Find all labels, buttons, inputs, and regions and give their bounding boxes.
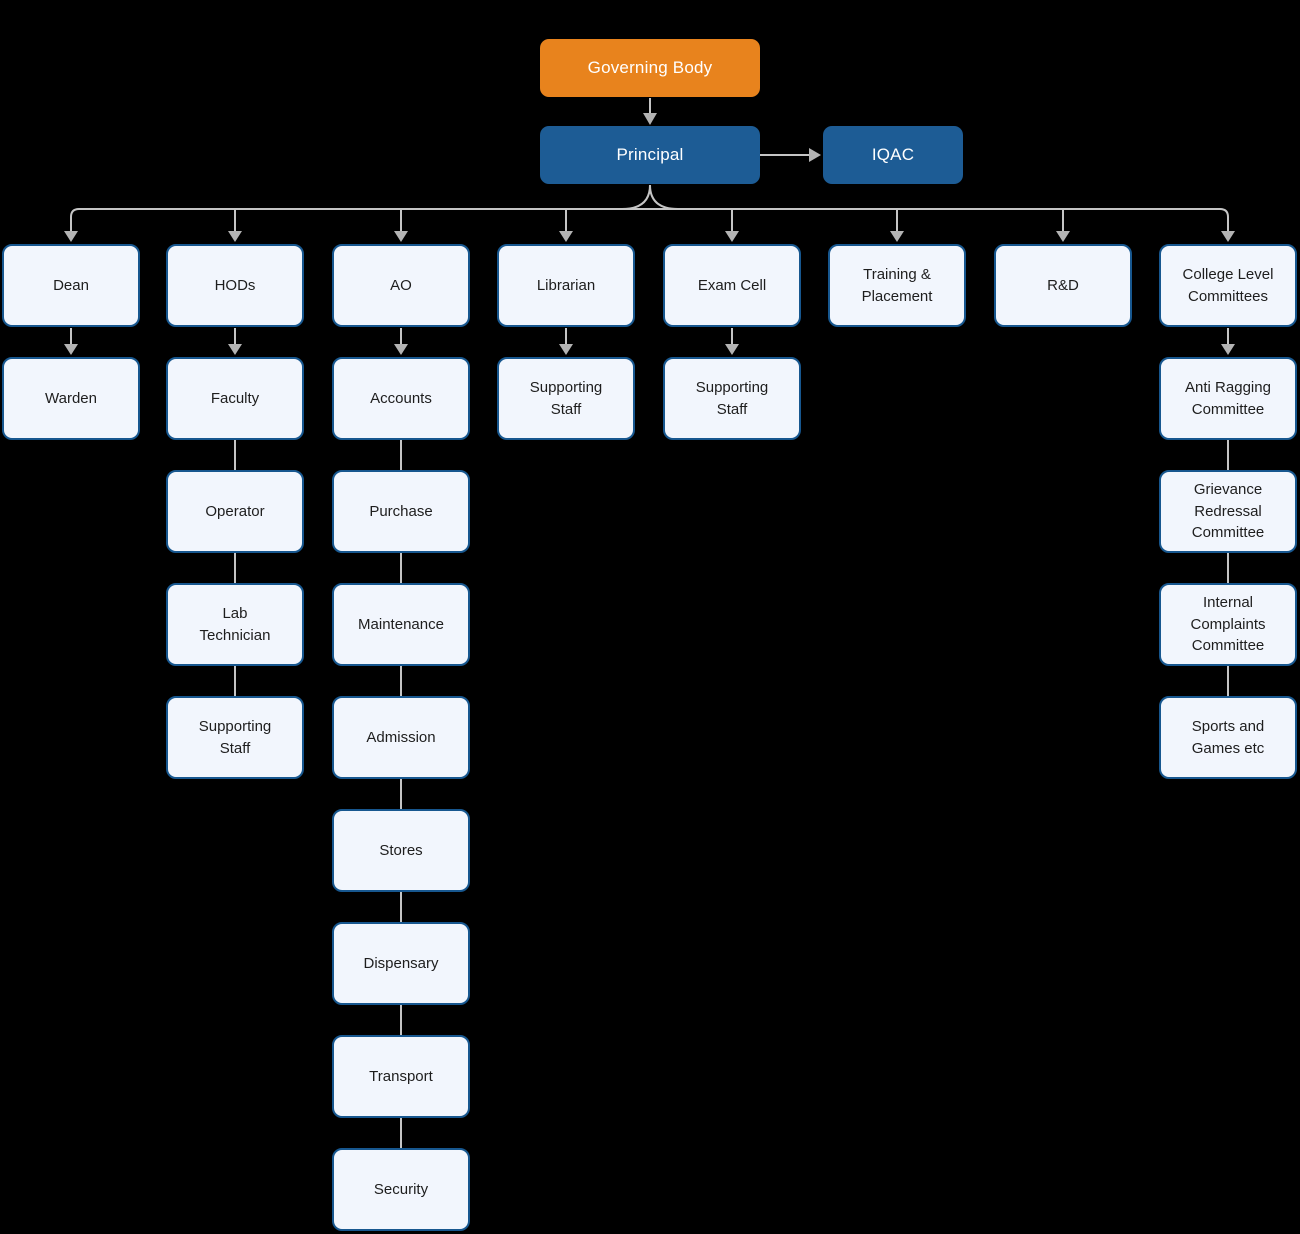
arrowhead-anti-ragging [1221,344,1235,355]
edge-principal-bus-right [649,184,679,210]
arrowhead-supporting-staff-librarian [559,344,573,355]
arrowhead-accounts [394,344,408,355]
arrowhead-principal [643,113,657,125]
node-maintenance: Maintenance [332,583,470,666]
node-security: Security [332,1148,470,1231]
node-admission: Admission [332,696,470,779]
arrowhead-dean [64,231,78,242]
node-exam-cell: Exam Cell [663,244,801,327]
edge-principal-bus-left [621,184,651,210]
arrowhead-hods [228,231,242,242]
node-principal: Principal [540,126,760,184]
node-iqac: IQAC [823,126,963,184]
arrowhead-librarian [559,231,573,242]
arrowhead-iqac [809,148,821,162]
node-governing-body: Governing Body [540,39,760,97]
node-transport: Transport [332,1035,470,1118]
node-grievance-redressal-committee: Grievance Redressal Committee [1159,470,1297,553]
node-warden: Warden [2,357,140,440]
node-operator: Operator [166,470,304,553]
node-internal-complaints-committee: Internal Complaints Committee [1159,583,1297,666]
arrowhead-training-placement [890,231,904,242]
arrowhead-faculty [228,344,242,355]
node-anti-ragging-committee: Anti Ragging Committee [1159,357,1297,440]
node-supporting-staff-exam-cell: Supporting Staff [663,357,801,440]
arrowhead-exam-cell [725,231,739,242]
arrowhead-rd [1056,231,1070,242]
node-librarian: Librarian [497,244,635,327]
node-purchase: Purchase [332,470,470,553]
arrowhead-supporting-staff-exam [725,344,739,355]
node-dispensary: Dispensary [332,922,470,1005]
node-training-placement: Training & Placement [828,244,966,327]
arrowhead-ao [394,231,408,242]
bus-line [70,208,1229,231]
node-supporting-staff-hods: Supporting Staff [166,696,304,779]
arrowhead-clc [1221,231,1235,242]
node-faculty: Faculty [166,357,304,440]
node-hods: HODs [166,244,304,327]
arrowhead-warden [64,344,78,355]
node-accounts: Accounts [332,357,470,440]
node-college-level-committees: College Level Committees [1159,244,1297,327]
node-ao: AO [332,244,470,327]
node-stores: Stores [332,809,470,892]
node-sports-and-games: Sports and Games etc [1159,696,1297,779]
node-dean: Dean [2,244,140,327]
node-lab-technician: Lab Technician [166,583,304,666]
node-rd: R&D [994,244,1132,327]
node-supporting-staff-librarian: Supporting Staff [497,357,635,440]
